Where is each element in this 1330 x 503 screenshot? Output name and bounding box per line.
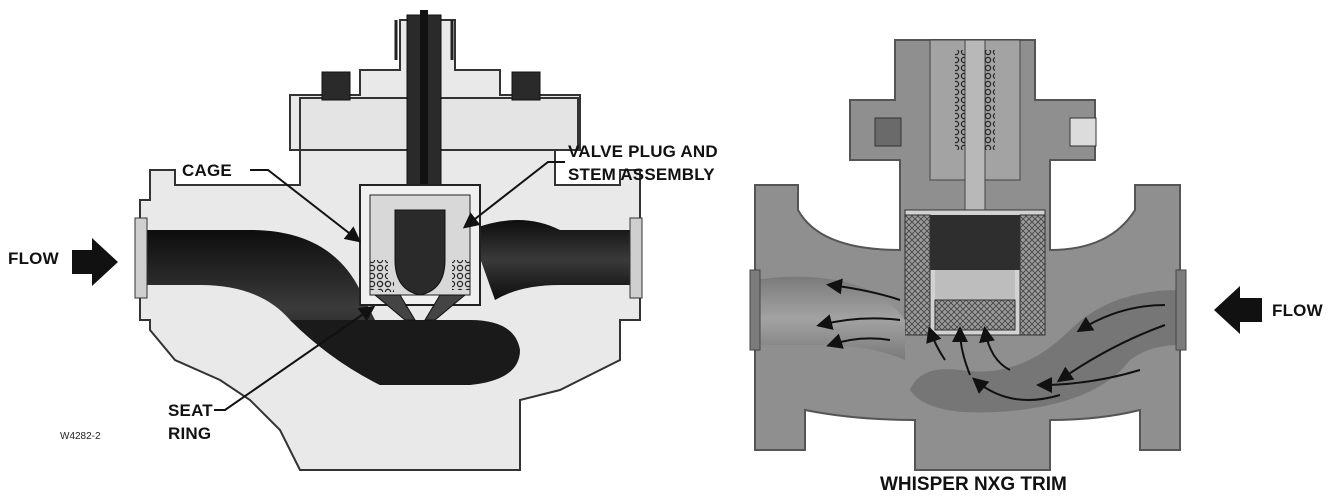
left-valve [134, 10, 643, 471]
left-lower-passage [290, 320, 520, 385]
right-flow-arrow-icon [1214, 286, 1262, 334]
seat-ring [373, 294, 467, 321]
right-caption: WHISPER NXG TRIM [880, 474, 1067, 495]
left-bolt [321, 71, 351, 101]
stem [420, 10, 428, 260]
left-outlet-passage [470, 220, 640, 300]
right-bolt [511, 71, 541, 101]
whisper-trim-right [1019, 214, 1046, 336]
left-flow-label: FLOW [8, 249, 60, 268]
valve-plug [394, 209, 446, 296]
plug-callout: VALVE PLUG AND STEM ASSEMBLY [462, 142, 718, 229]
seat-label-line1: SEAT [168, 401, 213, 420]
right-flow-label: FLOW [1272, 301, 1324, 320]
cage-label: CAGE [182, 161, 232, 180]
right-valve [749, 39, 1187, 471]
plug-label-line2: STEM ASSEMBLY [568, 165, 715, 184]
plug-label-line1: VALVE PLUG AND [568, 142, 718, 161]
figure-id: W4282-2 [60, 431, 101, 442]
left-flow-arrow-icon [72, 238, 118, 286]
cage-callout: CAGE [182, 161, 362, 243]
seat-ring-callout: SEAT RING [168, 305, 376, 443]
right-flow-indicator: FLOW [1214, 286, 1324, 334]
whisper-trim-left [904, 214, 931, 336]
seat-label-line2: RING [168, 424, 211, 443]
left-flow-indicator: FLOW [8, 238, 118, 286]
